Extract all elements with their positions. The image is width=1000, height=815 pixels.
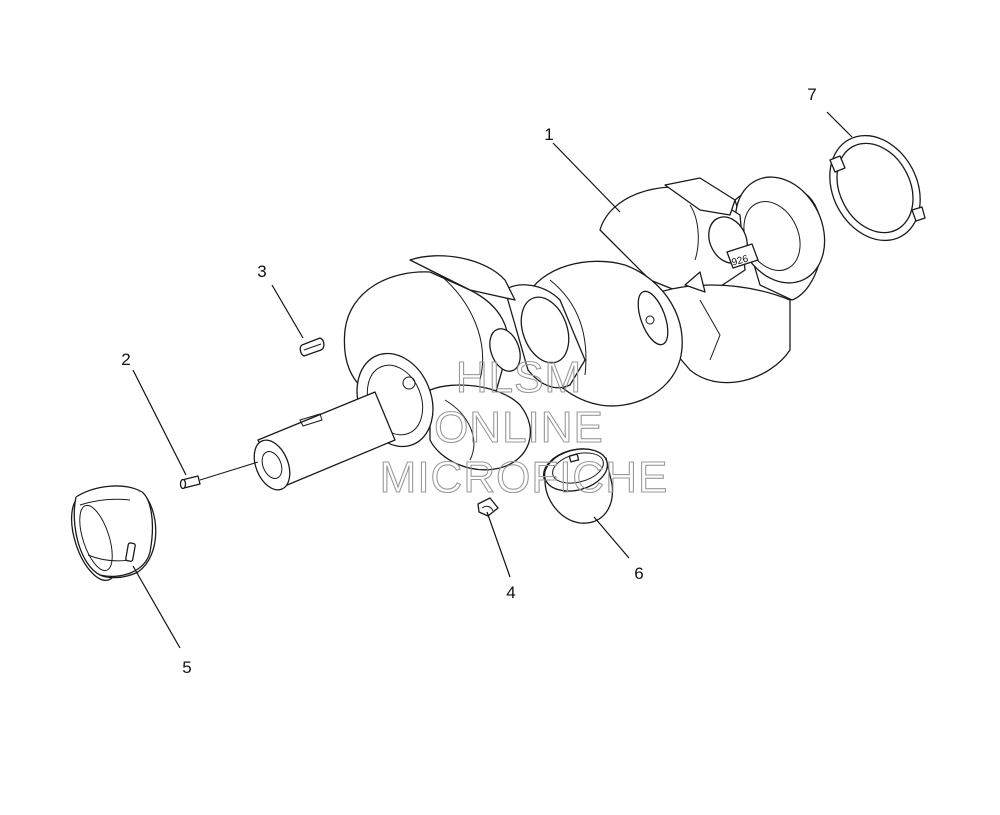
callout-1: 1 <box>544 125 553 144</box>
crank-stamp: 926 <box>731 254 750 269</box>
leader-line-4 <box>486 511 511 578</box>
thrust-washer-part-7[interactable] <box>812 120 938 257</box>
leader-line-1 <box>552 142 621 213</box>
main-bearing-part-5[interactable] <box>62 485 157 586</box>
leader-line-2 <box>132 369 187 476</box>
leader-lines <box>132 111 853 649</box>
callout-2: 2 <box>121 350 130 369</box>
callout-5: 5 <box>182 658 191 677</box>
dowel-pin-part-2[interactable] <box>179 461 259 490</box>
watermark: HLSM ONLINE MICROFICHE <box>379 352 669 502</box>
callout-4: 4 <box>506 583 515 602</box>
leader-line-7 <box>826 111 853 138</box>
callout-labels: 1 2 3 4 5 6 7 <box>121 85 816 677</box>
leader-line-3 <box>271 284 304 339</box>
watermark-line-2: ONLINE <box>434 403 604 452</box>
leader-line-6 <box>593 516 630 559</box>
leader-line-5 <box>132 565 181 649</box>
callout-7: 7 <box>807 85 816 104</box>
watermark-line-1: HLSM <box>456 353 582 402</box>
thrust-key-part-4[interactable] <box>477 497 499 517</box>
watermark-line-3: MICROFICHE <box>380 453 669 502</box>
connecting-rod-bearing-part-6[interactable] <box>539 442 614 524</box>
callout-6: 6 <box>634 564 643 583</box>
woodruff-key-part-3[interactable] <box>299 337 325 357</box>
crankshaft-part-1[interactable]: 926 <box>247 162 841 495</box>
callout-3: 3 <box>257 262 266 281</box>
